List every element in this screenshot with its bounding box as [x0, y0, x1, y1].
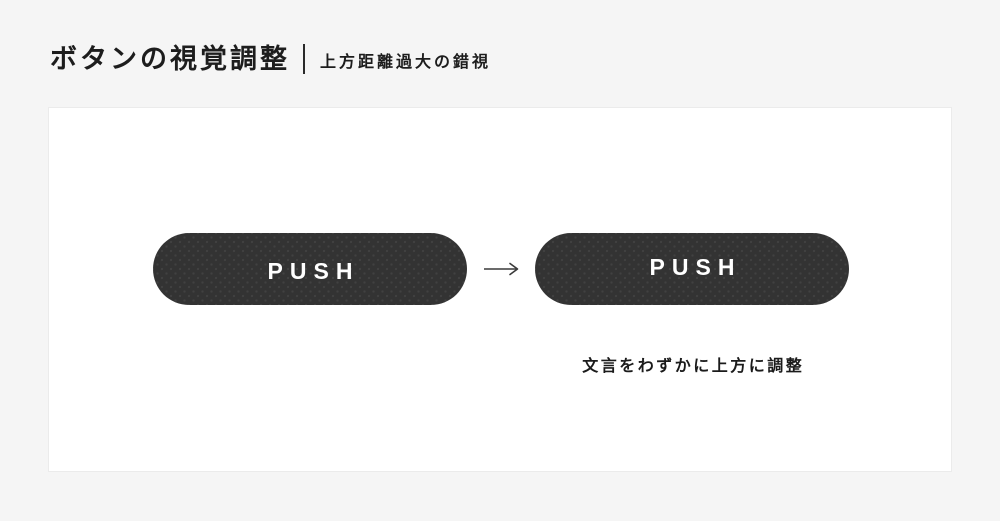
page-header: ボタンの視覚調整 上方距離過大の錯視	[50, 42, 491, 76]
illustration-card: PUSH PUSH 文言をわずかに上方に調整	[48, 107, 952, 472]
right-arrow-icon	[483, 262, 521, 276]
push-button-before-label: PUSH	[267, 257, 360, 284]
push-button-before[interactable]: PUSH	[153, 233, 467, 305]
push-button-after[interactable]: PUSH	[535, 233, 849, 305]
adjustment-caption: 文言をわずかに上方に調整	[582, 358, 805, 375]
title-separator	[303, 44, 305, 74]
page-subtitle: 上方距離過大の錯視	[320, 54, 492, 71]
push-button-after-label: PUSH	[649, 253, 742, 280]
page-title: ボタンの視覚調整	[50, 44, 290, 74]
